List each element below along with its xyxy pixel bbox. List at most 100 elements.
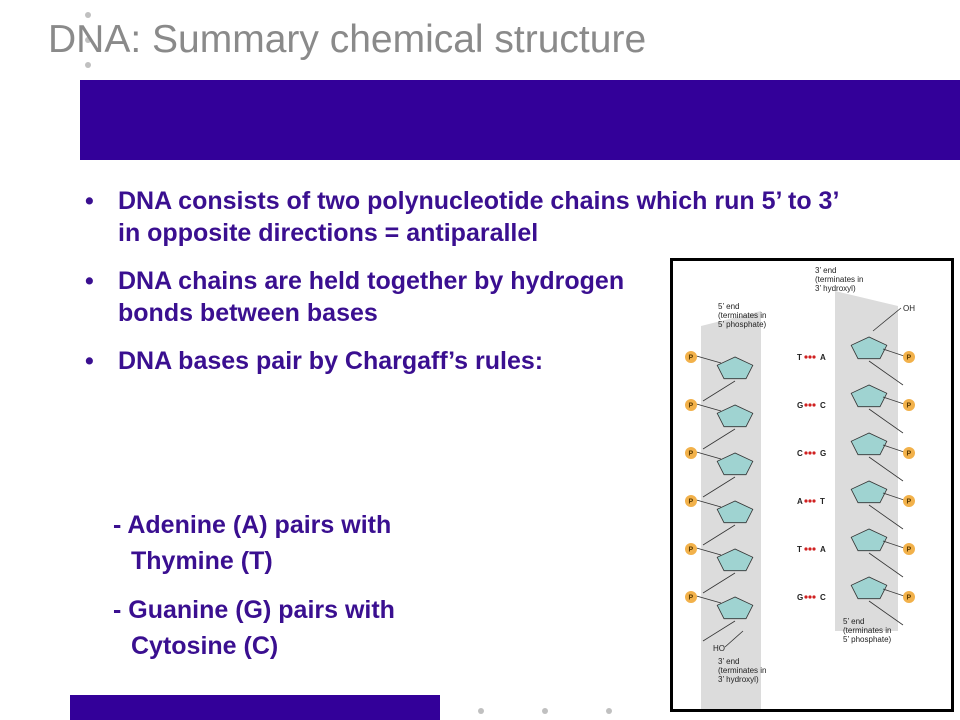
hydrogen-bond-dot xyxy=(804,547,808,551)
label-right-bottom: (terminates in xyxy=(843,626,891,635)
bullet-list: DNA consists of two polynucleotide chain… xyxy=(85,185,845,393)
bullet-text: DNA bases pair by Chargaff’s rules: xyxy=(118,347,544,375)
label-right-bottom: 5’ end xyxy=(843,617,865,626)
right-bond-line xyxy=(882,492,908,502)
pairing-rule-line: - Adenine (A) pairs with xyxy=(113,511,392,539)
title-band xyxy=(80,80,960,160)
left-bond-line xyxy=(702,428,736,450)
decor-dot xyxy=(542,708,548,714)
phosphate-label: P xyxy=(689,403,694,410)
bullet-text: DNA chains are held together by hydrogen… xyxy=(118,267,625,327)
phosphate-label: P xyxy=(907,595,912,602)
bullet-item: DNA chains are held together by hydrogen… xyxy=(85,265,658,329)
left-bond-line xyxy=(702,476,736,498)
hydrogen-bond-dot xyxy=(804,499,808,503)
right-bond-line xyxy=(882,540,908,550)
hydrogen-bond-dot xyxy=(804,595,808,599)
phosphate-icon xyxy=(685,351,697,363)
phosphate-label: P xyxy=(689,547,694,554)
label-right-top: (terminates in xyxy=(815,275,863,284)
base-letter-right: A xyxy=(820,545,826,554)
phosphate-label: P xyxy=(689,595,694,602)
base-letter-left: G xyxy=(797,401,803,410)
phosphate-icon xyxy=(903,351,915,363)
left-bond-line xyxy=(702,572,736,594)
decor-dot xyxy=(85,12,91,18)
right-bond-line xyxy=(868,504,904,530)
right-sugar xyxy=(850,432,888,456)
phosphate-icon xyxy=(685,495,697,507)
phosphate-icon xyxy=(903,495,915,507)
hydrogen-bond-dot xyxy=(808,355,812,359)
footer-band xyxy=(70,695,440,720)
left-sugar xyxy=(716,404,754,428)
base-letter-right: A xyxy=(820,353,826,362)
right-bond-line xyxy=(882,444,908,454)
phosphate-label: P xyxy=(907,451,912,458)
label-left-top: 5’ end xyxy=(718,302,740,311)
decor-dot xyxy=(85,62,91,68)
pairing-rule-line: Thymine (T) xyxy=(131,547,273,575)
hydrogen-bond-dot xyxy=(808,595,812,599)
left-sugar xyxy=(716,452,754,476)
hydrogen-bond-dot xyxy=(812,451,816,455)
label-left-bottom: 3’ hydroxyl) xyxy=(718,675,759,684)
decor-dot xyxy=(606,708,612,714)
left-bond-line xyxy=(692,354,722,364)
label-left-top: 5’ phosphate) xyxy=(718,320,767,329)
hydrogen-bond-dot xyxy=(804,355,808,359)
decor-dot xyxy=(478,708,484,714)
right-sugar xyxy=(850,528,888,552)
base-letter-left: C xyxy=(797,449,803,458)
phosphate-label: P xyxy=(689,451,694,458)
left-bond-line xyxy=(692,450,722,460)
label-ho: HO xyxy=(713,644,725,653)
right-sugar xyxy=(850,384,888,408)
left-bond-line xyxy=(692,402,722,412)
hydrogen-bond-dot xyxy=(808,499,812,503)
phosphate-icon xyxy=(903,447,915,459)
label-left-top: (terminates in xyxy=(718,311,766,320)
left-bond-line xyxy=(702,620,736,642)
left-bond-line xyxy=(692,594,722,604)
hydrogen-bond-dot xyxy=(812,403,816,407)
phosphate-label: P xyxy=(907,355,912,362)
phosphate-icon xyxy=(685,543,697,555)
right-bond-line xyxy=(868,456,904,482)
label-left-bottom: (terminates in xyxy=(718,666,766,675)
right-sugar xyxy=(850,576,888,600)
phosphate-label: P xyxy=(689,355,694,362)
left-bond-line xyxy=(692,498,722,508)
phosphate-icon xyxy=(903,543,915,555)
hydrogen-bond-dot xyxy=(812,499,816,503)
right-bond-line xyxy=(882,348,908,358)
left-sugar xyxy=(716,356,754,380)
left-bond-line xyxy=(702,380,736,402)
left-sugar xyxy=(716,548,754,572)
right-bond-line xyxy=(882,396,908,406)
base-letter-right: T xyxy=(820,497,825,506)
hydrogen-bond-dot xyxy=(804,403,808,407)
phosphate-label: P xyxy=(907,499,912,506)
hydrogen-bond-dot xyxy=(812,547,816,551)
base-letter-left: T xyxy=(797,545,802,554)
base-letter-right: C xyxy=(820,401,826,410)
bullet-item: DNA bases pair by Chargaff’s rules: xyxy=(85,345,628,377)
hydrogen-bond-dot xyxy=(808,547,812,551)
hydrogen-bond-dot xyxy=(812,595,816,599)
base-letter-left: A xyxy=(797,497,803,506)
right-sugar xyxy=(850,480,888,504)
phosphate-label: P xyxy=(689,499,694,506)
phosphate-label: P xyxy=(907,547,912,554)
base-letter-right: G xyxy=(820,449,826,458)
right-bond-line xyxy=(868,552,904,578)
right-bond-line xyxy=(882,588,908,598)
label-left-bottom: 3’ end xyxy=(718,657,740,666)
bullet-item: DNA consists of two polynucleotide chain… xyxy=(85,185,838,249)
base-letter-right: C xyxy=(820,593,826,602)
pairing-rule-line: - Guanine (G) pairs with xyxy=(113,596,395,624)
phosphate-icon xyxy=(685,591,697,603)
phosphate-icon xyxy=(903,399,915,411)
oh-leader-line xyxy=(872,307,902,332)
